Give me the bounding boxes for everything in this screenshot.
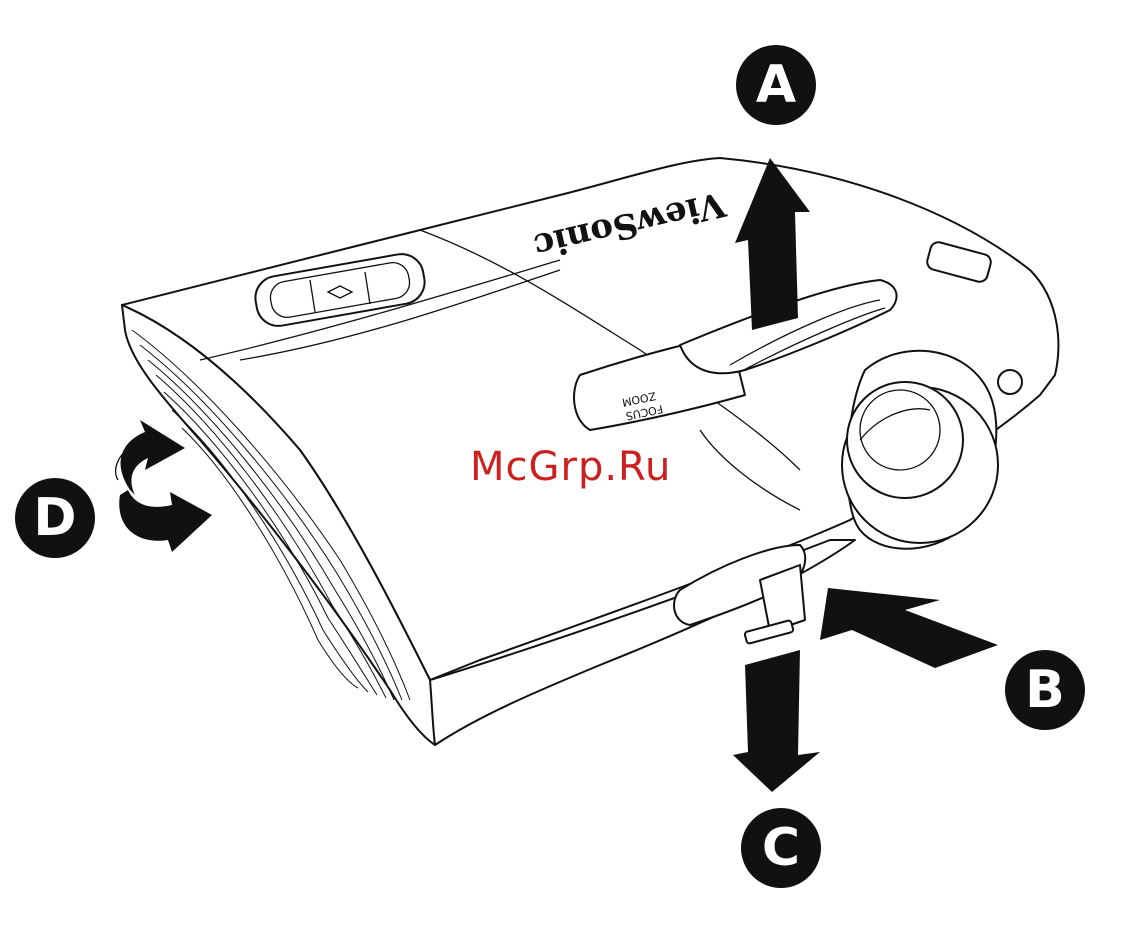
watermark: McGrp.Ru — [470, 444, 671, 490]
lens-inner-ring — [847, 382, 963, 498]
lens-assembly — [842, 351, 998, 549]
callout-b: B — [1005, 650, 1085, 730]
arrow-push-b — [820, 588, 998, 668]
arrow-rotate-d — [116, 420, 212, 552]
callout-c: C — [741, 808, 821, 888]
callout-c-label: C — [762, 818, 800, 878]
callout-b-label: B — [1025, 660, 1065, 720]
callout-a: A — [736, 45, 816, 125]
arrow-down-c — [733, 650, 820, 792]
callout-d: D — [15, 478, 95, 558]
callout-a-label: A — [756, 55, 796, 115]
side-dial — [998, 370, 1022, 394]
callout-d-label: D — [33, 488, 76, 548]
